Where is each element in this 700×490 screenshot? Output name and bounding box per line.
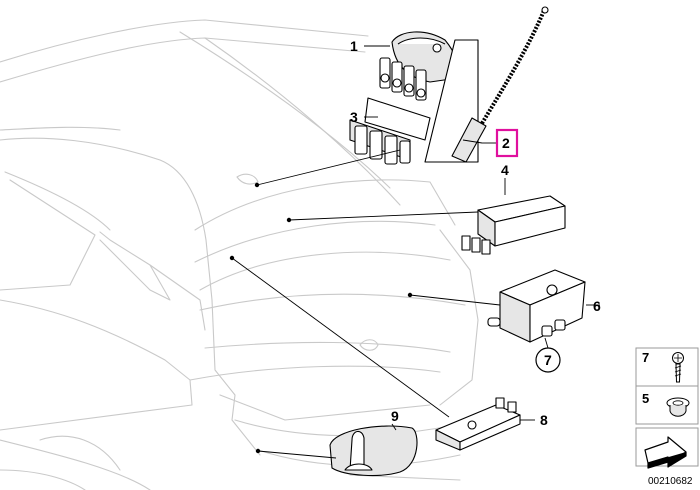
callout-8: 8 <box>540 412 548 428</box>
callout-2-highlight <box>495 128 519 158</box>
callout-9: 9 <box>391 408 399 424</box>
callout-7-circle <box>535 347 561 373</box>
screw-icon <box>672 352 684 383</box>
part-1-connectors <box>379 57 427 101</box>
callout-2: 2 <box>502 135 510 151</box>
part-8-module <box>435 397 521 451</box>
callout-4: 4 <box>501 162 509 178</box>
callout-6: 6 <box>593 298 601 314</box>
direction-arrow-icon <box>644 436 687 469</box>
callout-3: 3 <box>350 109 358 125</box>
part-3-bracket <box>349 97 431 165</box>
reference-number: 00210682 <box>648 476 693 487</box>
legend-num-7: 7 <box>642 350 649 365</box>
grommet-icon <box>666 397 690 417</box>
legend-cell-7 <box>635 347 699 387</box>
callout-1: 1 <box>350 38 358 54</box>
legend-num-5: 5 <box>642 391 649 406</box>
part-6-control-unit <box>487 269 586 343</box>
part-4-amplifier <box>461 195 566 255</box>
leader-lines <box>229 45 600 459</box>
part-2-rod-antenna <box>424 6 549 163</box>
part-9-cover <box>329 425 418 476</box>
car-body-outline <box>0 19 479 490</box>
legend-panel: 7 5 <box>635 347 699 469</box>
callout-7: 7 <box>544 352 552 368</box>
